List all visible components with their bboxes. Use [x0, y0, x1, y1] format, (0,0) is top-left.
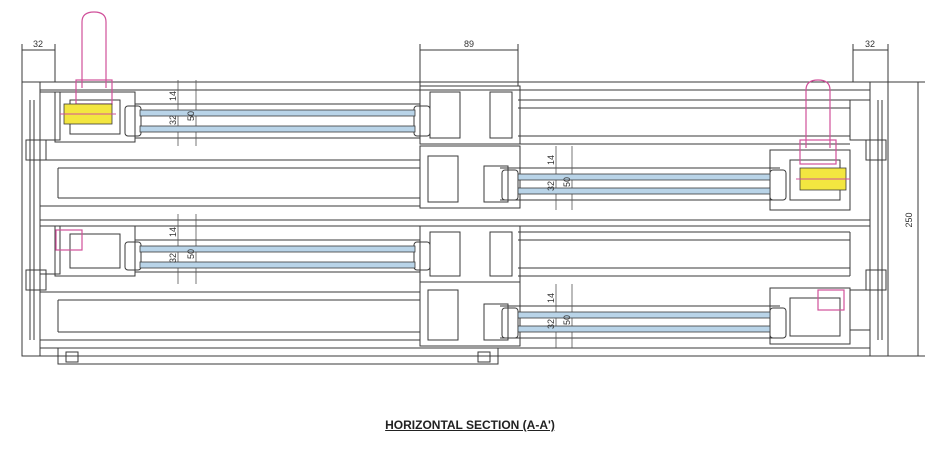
dim-center-top: 89 — [464, 39, 474, 49]
right-frame-profile — [849, 99, 887, 340]
glass-panes — [139, 109, 771, 333]
dim-glass-total-3: 50 — [186, 249, 196, 259]
dim-glass-inner-2: 32 — [546, 181, 556, 191]
dim-glass-outer-4: 14 — [546, 293, 556, 303]
section-caption: HORIZONTAL SECTION (A-A') — [385, 418, 555, 432]
dim-left-top: 32 — [33, 39, 43, 49]
lock-bolt — [60, 113, 850, 180]
track-rails — [40, 99, 851, 341]
dim-glass-outer-3: 14 — [168, 227, 178, 237]
dim-glass-outer-2: 14 — [546, 155, 556, 165]
dim-glass-inner-4: 32 — [546, 319, 556, 329]
outer-frame — [21, 81, 889, 365]
dim-glass-outer-1: 14 — [168, 91, 178, 101]
dim-glass-total-4: 50 — [562, 315, 572, 325]
top-dimensions — [21, 44, 925, 357]
dim-overall-height: 250 — [904, 212, 914, 227]
dim-glass-inner-1: 32 — [168, 115, 178, 125]
sash-bottom-right — [419, 281, 851, 347]
section-caption-wrap: HORIZONTAL SECTION (A-A') — [0, 418, 940, 432]
dim-glass-inner-3: 32 — [168, 253, 178, 263]
sash-lower-left — [54, 225, 521, 283]
dim-glass-total-1: 50 — [186, 111, 196, 121]
dim-glass-total-2: 50 — [562, 177, 572, 187]
left-frame-profile — [25, 91, 61, 340]
sash-top-left — [54, 85, 521, 145]
dim-right-top: 32 — [865, 39, 875, 49]
